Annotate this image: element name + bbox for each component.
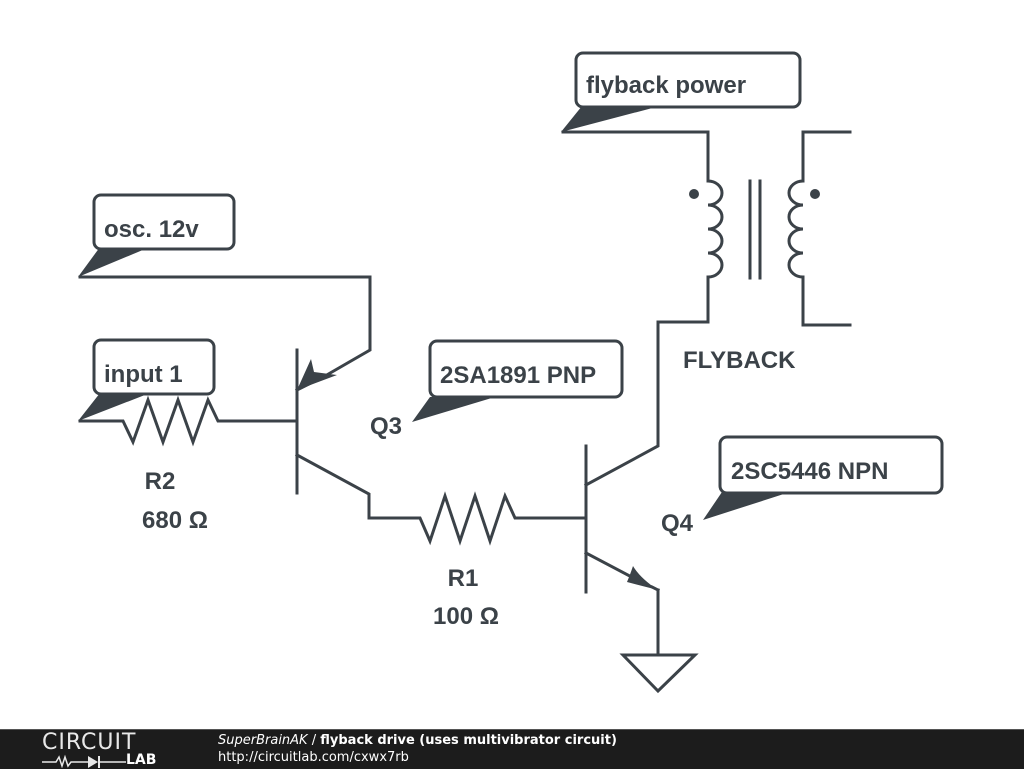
resistor-diode-icon (42, 754, 126, 768)
net-label-flyback-power-text: flyback power (586, 72, 746, 99)
footer-bar: CIRCUIT LAB SuperBrainAK / flyback drive… (0, 729, 1024, 769)
author-link[interactable]: SuperBrainAK (218, 733, 308, 748)
net-label-input-1-text: input 1 (104, 361, 183, 388)
r2-value: 680 Ω (142, 507, 208, 534)
ground-symbol (619, 653, 699, 694)
r1-value: 100 Ω (433, 603, 499, 630)
title-separator: / (307, 733, 321, 748)
r1-designator: R1 (448, 565, 479, 592)
circuitlab-logo[interactable]: CIRCUIT LAB (42, 730, 182, 768)
flyback-designator: FLYBACK (683, 347, 796, 374)
transistor-q3-pnp[interactable] (294, 348, 414, 520)
net-label-osc-12v[interactable]: osc. 12v (78, 193, 236, 277)
q3-part-number: 2SA1891 PNP (440, 362, 596, 389)
transistor-q4-npn[interactable] (583, 320, 710, 657)
net-label-flyback-power[interactable]: flyback power (561, 51, 802, 132)
q4-part-number: 2SC5446 NPN (731, 458, 888, 485)
r2-designator: R2 (145, 468, 176, 495)
resistor-r2[interactable] (78, 395, 299, 447)
transformer-flyback[interactable] (561, 130, 852, 327)
logo-text-circuit: CIRCUIT (42, 730, 137, 755)
net-label-input-1[interactable]: input 1 (78, 338, 216, 421)
q3-designator: Q3 (370, 413, 402, 440)
q4-designator: Q4 (661, 510, 694, 537)
secondary-dot (810, 189, 820, 199)
part-callout-q3: 2SA1891 PNP (412, 339, 624, 422)
circuit-name[interactable]: flyback drive (uses multivibrator circui… (320, 733, 617, 748)
circuit-url[interactable]: http://circuitlab.com/cxwx7rb (218, 750, 409, 765)
logo-text-lab: LAB (126, 752, 157, 768)
part-callout-q4: 2SC5446 NPN (703, 435, 944, 520)
primary-dot (689, 189, 699, 199)
schematic-canvas: osc. 12v input 1 R2 680 Ω Q3 2SA1891 PNP… (78, 51, 944, 694)
net-label-osc-12v-text: osc. 12v (104, 216, 199, 243)
wire-osc-to-q3-emitter (78, 275, 372, 379)
resistor-r1[interactable] (410, 491, 586, 546)
circuit-title: SuperBrainAK / flyback drive (uses multi… (218, 733, 617, 748)
